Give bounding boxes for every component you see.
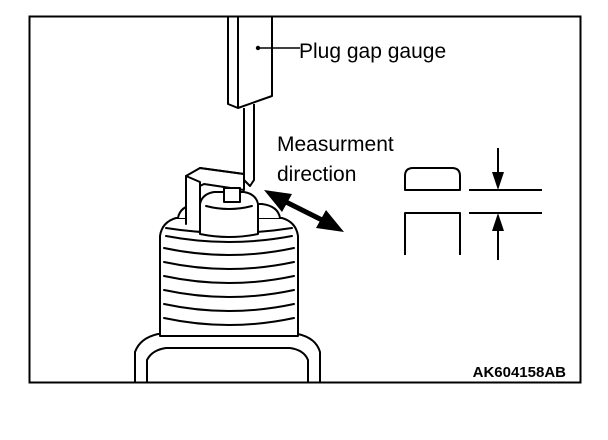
gap-arrow-down	[492, 172, 504, 190]
gap-detail-symbol	[404, 148, 542, 260]
direction-label-line1: Measurment	[277, 133, 394, 156]
figure-code: AK604158AB	[473, 364, 567, 381]
plug-gap-gauge	[227, 17, 273, 187]
gap-arrow-up	[492, 213, 504, 231]
direction-label-line2: direction	[277, 163, 356, 186]
spark-plug	[134, 167, 321, 382]
diagram-frame	[28, 15, 582, 384]
gauge-leader-dot	[255, 45, 261, 51]
measurement-direction-arrow	[264, 190, 344, 232]
gauge-label: Plug gap gauge	[299, 40, 446, 63]
